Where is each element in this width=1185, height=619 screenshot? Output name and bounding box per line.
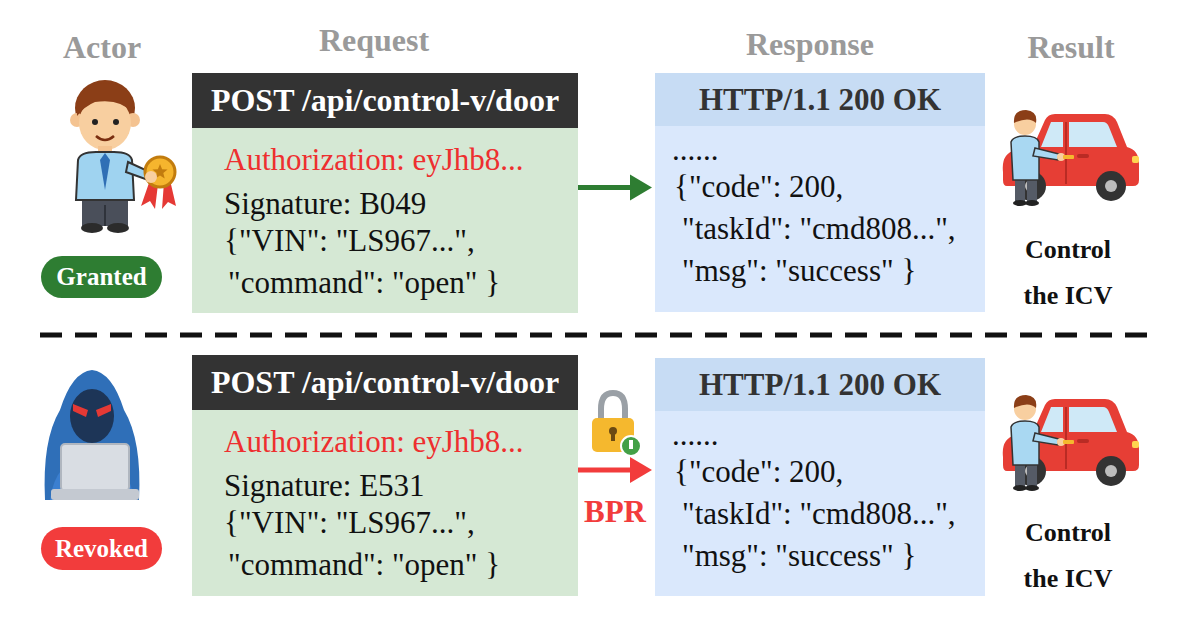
- elided-headers: ......: [672, 415, 719, 455]
- signature-header: Signature: B049: [224, 184, 426, 224]
- hand: [145, 171, 157, 183]
- request-json: {"VIN": "LS967...", "command": "open" }: [224, 502, 558, 586]
- shoe: [107, 223, 129, 233]
- response-json: {"code": 200, "taskId": "cmd808...", "ms…: [674, 451, 972, 577]
- response-box: HTTP/1.1 200 OK......{"code": 200, "task…: [655, 73, 985, 312]
- auth-header: Authorization: eyJhb8...: [224, 422, 524, 462]
- status-label: Revoked: [41, 527, 162, 570]
- car-illustration: [1003, 395, 1139, 491]
- lock-icon: [592, 393, 641, 456]
- header-band: POST /api/control-v/door: [192, 355, 578, 410]
- smile: [96, 136, 114, 140]
- tie: [100, 153, 110, 190]
- signature-header: Signature: E531: [224, 466, 425, 506]
- auth-header: Authorization: eyJhb8...: [224, 140, 524, 180]
- status-pill: Revoked: [41, 527, 162, 570]
- arrow-connector: [578, 457, 652, 483]
- keyhole: [611, 432, 615, 441]
- request-box: POST /api/control-v/doorAuthorization: e…: [192, 355, 578, 596]
- request-line: POST /api/control-v/door: [192, 73, 578, 128]
- header-band: HTTP/1.1 200 OK: [655, 358, 985, 411]
- bypass-badge: [621, 436, 641, 456]
- elided-headers: ......: [672, 130, 719, 170]
- medal: [145, 157, 175, 187]
- wrap-spacer: [932, 451, 972, 493]
- response-json: {"code": 200, "taskId": "cmd808...", "ms…: [674, 166, 972, 292]
- lock-shackle: [601, 393, 625, 421]
- column-header: Request: [274, 21, 474, 59]
- response-box: HTTP/1.1 200 OK......{"code": 200, "task…: [655, 358, 985, 596]
- arrow-shaft: [578, 185, 634, 190]
- status-label: Granted: [41, 256, 162, 298]
- red-eye: [73, 404, 88, 417]
- hood: [45, 370, 140, 500]
- laptop-base: [51, 489, 139, 500]
- badge-mark: [629, 440, 633, 449]
- result-caption: Control the ICV: [1012, 510, 1124, 602]
- arrow-shaft: [578, 468, 634, 473]
- dashed-separator: [40, 333, 1152, 338]
- laptop-screen: [61, 444, 129, 491]
- request-json: {"VIN": "LS967...", "command": "open" }: [224, 220, 558, 304]
- leg-split: [104, 205, 106, 226]
- status-pill: Granted: [41, 256, 162, 298]
- request-line: POST /api/control-v/door: [192, 355, 578, 410]
- arrow-head: [630, 457, 652, 483]
- pants: [82, 198, 128, 226]
- header-band: POST /api/control-v/door: [192, 73, 578, 128]
- shoe: [81, 223, 103, 233]
- eye: [92, 119, 98, 125]
- status-line: HTTP/1.1 200 OK: [655, 73, 985, 126]
- shirt: [76, 152, 134, 200]
- status-line: HTTP/1.1 200 OK: [655, 358, 985, 411]
- hair-top: [77, 83, 134, 116]
- header-band: HTTP/1.1 200 OK: [655, 73, 985, 126]
- arrow-head: [630, 175, 652, 201]
- request-box: POST /api/control-v/doorAuthorization: e…: [192, 73, 578, 313]
- hacker-icon: [45, 370, 140, 500]
- column-header: Result: [971, 28, 1171, 66]
- edge-label: BPR: [555, 493, 675, 531]
- granted-actor-icon: [70, 80, 176, 233]
- column-header: Actor: [2, 28, 202, 66]
- face-shadow: [70, 389, 114, 443]
- arrow-connector: [578, 175, 652, 201]
- eye: [113, 119, 119, 125]
- result-caption: Control the ICV: [1012, 227, 1124, 319]
- wrap-spacer: [932, 166, 972, 208]
- car-illustration: [1003, 110, 1139, 206]
- red-eye: [96, 404, 111, 417]
- column-header: Response: [710, 25, 910, 63]
